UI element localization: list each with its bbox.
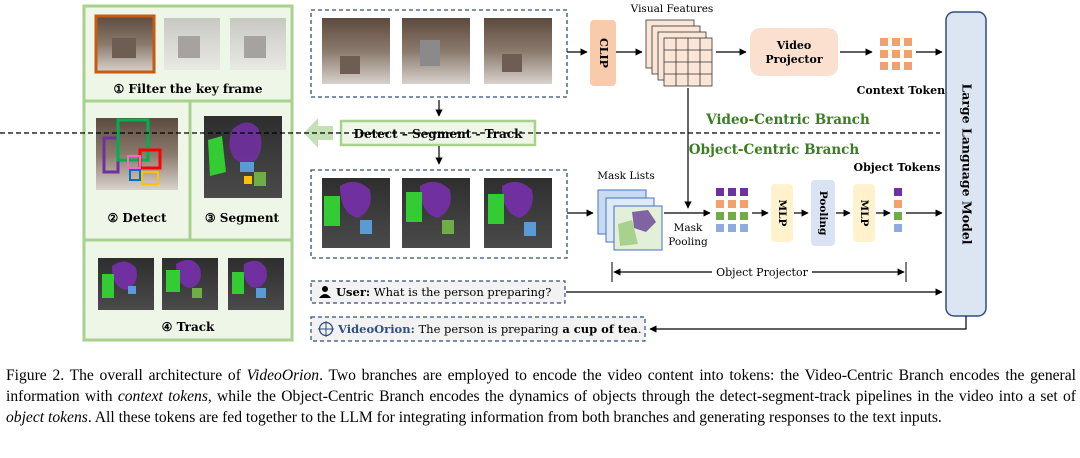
video-projector-label-2: Projector (765, 53, 822, 66)
visual-features-grid (645, 19, 713, 87)
bot-bold: a cup of tea (562, 322, 638, 336)
video-projector (750, 28, 838, 76)
pipeline-panel: ① Filter the key frame ② Detect ③ Segmen… (82, 4, 294, 342)
key-frame-thumbnails (94, 14, 286, 74)
user-question-box (310, 280, 566, 304)
bot-end: . (638, 322, 642, 336)
track-frames (98, 258, 284, 310)
clip-encoder (590, 20, 616, 86)
videoorion-answer: VideoOrion: The person is preparing a cu… (337, 322, 642, 336)
pipeline-arrow-icon (304, 118, 333, 148)
mlp-block-1 (771, 184, 793, 242)
step2-label: ② Detect (107, 211, 166, 225)
caption-s3: . Two branches are employed to encode th… (6, 367, 1076, 405)
detect-segment-track-box (339, 119, 537, 147)
video-projector-label-1: Video (776, 39, 812, 52)
input-video-frames (310, 9, 568, 98)
object-tokens-column (894, 188, 902, 232)
detect-segment-track-label: Detect – Segment - Track (354, 127, 524, 141)
caption-s2: VideoOrion (246, 367, 320, 384)
llm-label: Large Language Model (960, 83, 975, 244)
step3-label: ③ Segment (205, 211, 280, 225)
object-projector-span (611, 262, 907, 282)
object-projector-label: Object Projector (716, 266, 808, 279)
videoorion-answer-box (310, 316, 646, 342)
mask-pooling-label-2: Pooling (668, 236, 708, 248)
mlp-label-2: MLP (858, 200, 870, 227)
caption-s6: object tokens (6, 409, 88, 426)
object-token-grid (716, 188, 748, 232)
step1-label: ① Filter the key frame (113, 82, 262, 96)
bot-prefix: VideoOrion: (337, 322, 415, 336)
mlp-label-1: MLP (776, 200, 788, 227)
segment-frame (204, 116, 282, 198)
detect-frame (96, 118, 178, 190)
architecture-diagram: ① Filter the key frame ② Detect ③ Segmen… (0, 3, 987, 342)
visual-features-label: Visual Features (630, 3, 714, 15)
videoorion-logo-icon (318, 321, 334, 337)
user-text: What is the person preparing? (370, 285, 551, 299)
bot-text: The person is preparing (415, 322, 562, 336)
clip-label: CLIP (597, 38, 610, 68)
caption-s1: Figure 2. The overall architecture of (6, 367, 247, 384)
user-question: User: What is the person preparing? (336, 285, 551, 299)
mask-lists-label: Mask Lists (597, 170, 654, 182)
pooling-block (811, 180, 835, 246)
user-icon (319, 286, 331, 298)
mask-frames (310, 169, 568, 259)
context-tokens-label: Context Tokens (857, 84, 952, 97)
figure-caption: Figure 2. The overall architecture of Vi… (6, 365, 1076, 428)
object-tokens-label: Object Tokens (854, 161, 941, 174)
caption-s7: . All these tokens are fed together to t… (87, 409, 942, 426)
mask-pooling-label-1: Mask (674, 222, 703, 234)
object-centric-title: Object-Centric Branch (689, 142, 860, 158)
mask-lists-stack (597, 189, 663, 251)
step4-label: ④ Track (162, 320, 215, 334)
user-prefix: User: (336, 285, 370, 299)
caption-s5: , while the Object-Centric Branch encode… (207, 388, 1076, 405)
mlp-block-2 (853, 184, 875, 242)
context-tokens-grid (880, 38, 912, 70)
video-centric-title: Video-Centric Branch (705, 112, 870, 128)
caption-s4: context tokens (117, 388, 208, 405)
pooling-label: Pooling (817, 191, 829, 236)
